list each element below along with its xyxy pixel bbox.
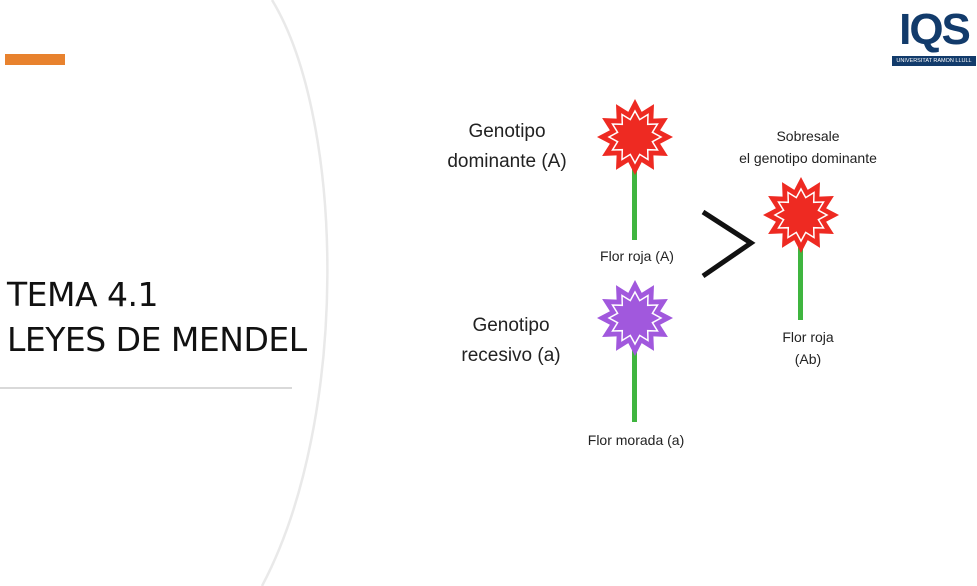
slide-title: TEMA 4.1 LEYES DE MENDEL: [7, 272, 307, 362]
purple-flower-caption: Flor morada (a): [587, 432, 685, 448]
accent-bar: [5, 54, 65, 65]
purple-flower-icon: [597, 280, 673, 356]
slide-title-line1: TEMA 4.1: [7, 275, 159, 314]
result-heading: Sobresale el genotipo dominante: [739, 128, 877, 166]
recessive-genotype-label: Genotipo recesivo (a): [461, 315, 561, 366]
dominant-genotype-label: Genotipo dominante (A): [447, 121, 567, 172]
iqs-logo: IQS UNIVERSITAT RAMON LLULL: [892, 8, 976, 66]
red-flower-stem: [632, 160, 637, 240]
red-flower-icon: [597, 99, 673, 175]
result-flower-caption: Flor roja (Ab): [782, 329, 834, 367]
red-flower-caption: Flor roja (A): [600, 248, 674, 264]
purple-flower-stem: [632, 345, 637, 422]
result-flower-stem: [798, 238, 803, 320]
result-flower-icon: [763, 177, 839, 253]
title-divider: [0, 387, 292, 389]
logo-tagline: UNIVERSITAT RAMON LLULL: [892, 56, 976, 66]
slide-title-line2: LEYES DE MENDEL: [7, 320, 307, 359]
greater-than-icon: [701, 209, 756, 279]
logo-mark: IQS: [899, 5, 971, 54]
